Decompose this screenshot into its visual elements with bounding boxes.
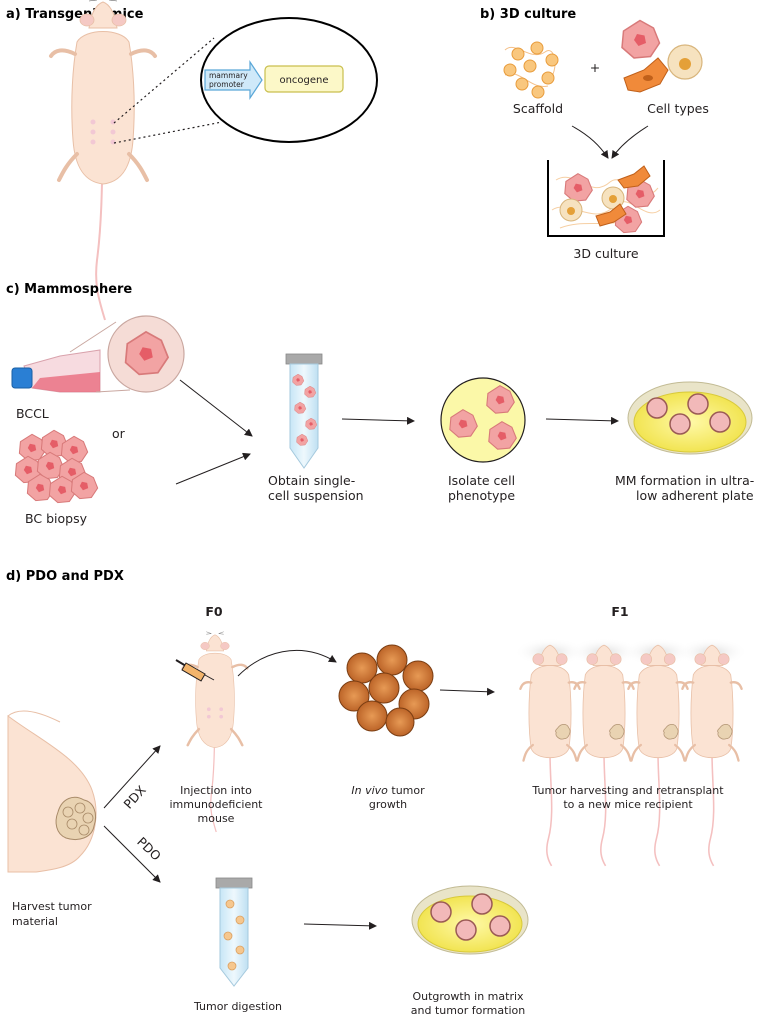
arrow-digestion-to-matrix (303, 921, 377, 930)
section-b-title: b) 3D culture (480, 7, 576, 22)
ultra-low-plate-icon (627, 381, 753, 455)
step2-label-line1: Isolate cell (448, 473, 515, 488)
matrix-dish-icon (411, 885, 529, 955)
scaffold-label: Scaffold (513, 101, 563, 116)
harvest-label-line2: material (12, 915, 58, 928)
cell-types-label: Cell types (647, 101, 709, 116)
zoom-cone-top (69, 321, 117, 353)
outgrowth-label-line1: Outgrowth in matrix (412, 990, 524, 1003)
culture-flask-icon (11, 349, 101, 393)
plus-sign: + (590, 60, 600, 75)
digestion-tube-icon (215, 877, 253, 987)
section-c: c) Mammosphere BCCL or BC biopsy (6, 282, 754, 526)
step2-label-line2: phenotype (448, 488, 515, 503)
arrow-scaffold-to-culture (571, 125, 609, 159)
arrow-pdo (103, 825, 161, 883)
section-c-title: c) Mammosphere (6, 282, 132, 297)
breast-tissue-icon (7, 710, 97, 873)
step3-label-line2: low adherent plate (636, 488, 754, 503)
invivo-label-italic: In vivo (351, 784, 388, 797)
scaffold-icon (503, 41, 559, 99)
section-d-title: d) PDO and PDX (6, 569, 124, 584)
in-vivo-tumor-icon (338, 644, 434, 737)
single-cell-tube-icon (285, 353, 323, 469)
arrow-mouse-to-tumor (237, 649, 337, 677)
injection-label-line1: Injection into (180, 784, 252, 797)
arrow-isolate-to-dish (545, 416, 619, 425)
step1-label-line2: cell suspension (268, 488, 364, 503)
arrow-biopsy-to-tube (175, 452, 251, 485)
outgrowth-label-line2: and tumor formation (411, 1004, 525, 1017)
arrow-bccl-to-tube (179, 379, 253, 437)
section-d: d) PDO and PDX F0 F1 Harvest tumor mater… (6, 569, 748, 1017)
pdx-label: PDX (120, 782, 149, 811)
promoter-label-line2: promoter (209, 80, 245, 89)
f1-mouse-4 (681, 643, 743, 868)
zoom-cone-bottom (95, 389, 131, 393)
cell-types-icon (621, 19, 703, 93)
invivo-label-line2: growth (369, 798, 407, 811)
culture-well (547, 160, 665, 237)
retransplant-label-line1: Tumor harvesting and retransplant (531, 784, 724, 797)
invivo-label-line1: In vivo tumor (351, 784, 425, 797)
f1-mouse-2 (573, 643, 635, 868)
promoter-label-line1: mammary (209, 71, 248, 80)
section-b: b) 3D culture + Scaffold Cell types (480, 7, 709, 261)
culture-label: 3D culture (573, 246, 639, 261)
oncogene-label: oncogene (279, 75, 328, 86)
transgenic-mouse (49, 0, 157, 322)
pdo-label: PDO (134, 834, 164, 864)
retransplant-label-line2: to a new mice recipient (563, 798, 693, 811)
bccl-label: BCCL (16, 406, 49, 421)
arrow-cells-to-culture (611, 125, 649, 159)
injection-label-line2: immunodeficient (170, 798, 264, 811)
f1-label: F1 (611, 604, 628, 619)
f0-label: F0 (205, 604, 223, 619)
arrow-tube-to-isolate (341, 416, 415, 425)
f1-mice-group (514, 638, 748, 868)
zoom-line-bottom (113, 121, 223, 144)
f1-mouse-3 (627, 643, 689, 868)
zoom-line-top (113, 37, 215, 124)
oncogene-box (264, 65, 344, 93)
section-a: a) Transgenic mice mammary promoter onco… (6, 0, 378, 322)
or-label: or (112, 426, 126, 441)
biopsy-label: BC biopsy (25, 511, 88, 526)
harvest-label-line1: Harvest tumor (12, 900, 92, 913)
injection-label-line3: mouse (198, 812, 235, 825)
syringe-icon (175, 659, 215, 682)
injected-mouse (181, 630, 249, 834)
step1-label-line1: Obtain single- (268, 473, 355, 488)
digestion-label: Tumor digestion (193, 1000, 282, 1013)
arrow-pdx (103, 745, 161, 809)
f1-mouse-1 (519, 643, 581, 868)
transgene-construct: mammary promoter oncogene (204, 60, 344, 100)
step3-label-line1: MM formation in ultra- (615, 473, 754, 488)
arrow-tumor-to-f1 (439, 687, 495, 696)
invivo-label-rest: tumor (388, 784, 425, 797)
biopsy-cluster-icon (14, 429, 99, 504)
